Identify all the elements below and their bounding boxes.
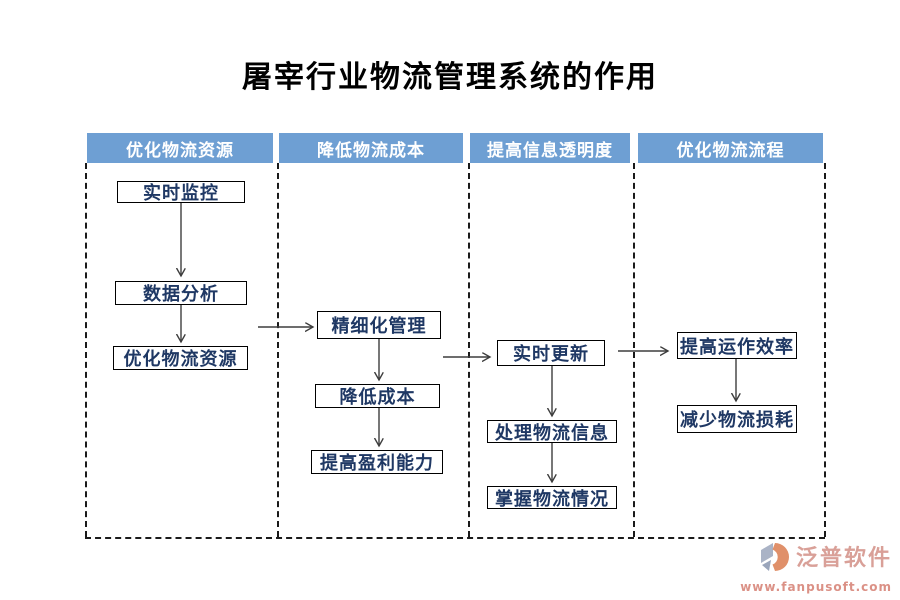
lane-divider-3-4: [633, 163, 635, 537]
fanpu-logo-icon: [756, 540, 792, 578]
lane-header-optimize-logistics-resources: 优化物流资源: [87, 133, 273, 163]
box-realtime-update: 实时更新: [497, 340, 605, 366]
lane-divider-left: [85, 163, 87, 537]
fanpu-watermark: 泛普软件 www.fanpusoft.com: [732, 540, 892, 594]
box-optimize-logistics-resources: 优化物流资源: [113, 346, 248, 370]
fanpu-url-text: www.fanpusoft.com: [740, 580, 892, 594]
box-improve-profitability: 提高盈利能力: [311, 450, 443, 474]
box-reduce-logistics-loss: 减少物流损耗: [677, 405, 797, 433]
lane-divider-2-3: [468, 163, 470, 537]
box-process-logistics-info: 处理物流信息: [487, 420, 617, 444]
box-reduce-cost: 降低成本: [315, 384, 440, 408]
lane-header-optimize-logistics-process: 优化物流流程: [638, 133, 823, 163]
box-realtime-monitoring: 实时监控: [117, 181, 245, 204]
lane-bottom-border: [85, 537, 825, 539]
box-improve-operational-efficiency: 提高运作效率: [677, 332, 797, 359]
box-data-analysis: 数据分析: [115, 281, 247, 305]
lane-header-reduce-logistics-cost: 降低物流成本: [279, 133, 463, 163]
diagram-title: 屠宰行业物流管理系统的作用: [242, 60, 658, 95]
lane-divider-1-2: [277, 163, 279, 537]
fanpu-brand-text: 泛普软件: [795, 546, 892, 571]
box-grasp-logistics-status: 掌握物流情况: [487, 486, 617, 510]
lane-header-improve-info-transparency: 提高信息透明度: [470, 133, 630, 163]
box-refined-management: 精细化管理: [317, 311, 441, 339]
lane-divider-right: [824, 163, 826, 537]
